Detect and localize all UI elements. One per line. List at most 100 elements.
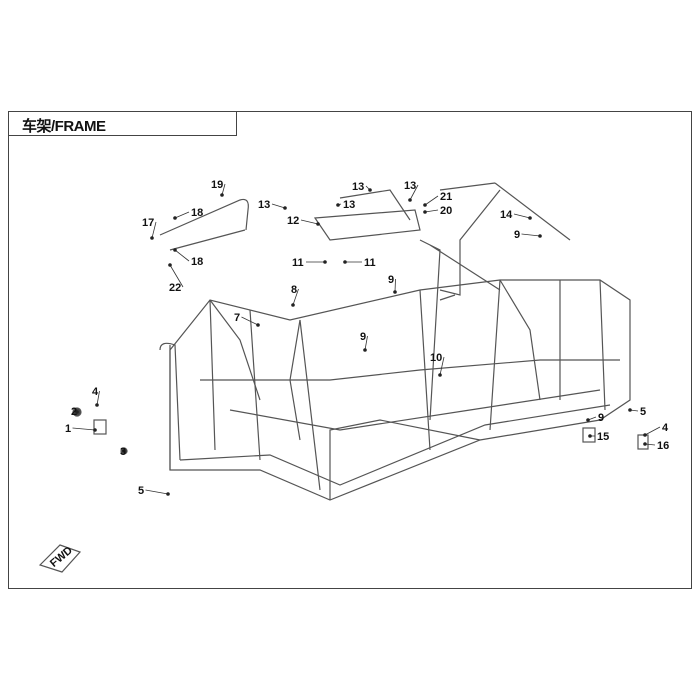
leader-line xyxy=(174,249,190,262)
callout-number: 19 xyxy=(211,179,223,191)
callout-18: 18 xyxy=(173,248,203,268)
leader-line xyxy=(174,211,190,219)
callout-5: 5 xyxy=(628,406,646,418)
callout-11: 11 xyxy=(292,257,327,269)
part-marker xyxy=(343,260,347,264)
part-marker xyxy=(150,236,154,240)
callout-number: 21 xyxy=(440,191,452,203)
callout-number: 9 xyxy=(360,331,366,343)
callout-number: 18 xyxy=(191,256,203,268)
callout-number: 17 xyxy=(142,217,154,229)
callout-19: 19 xyxy=(211,179,226,197)
callout-number: 10 xyxy=(430,352,442,364)
callout-13: 13 xyxy=(336,199,355,211)
callout-15: 15 xyxy=(588,431,609,443)
callout-number: 5 xyxy=(138,485,144,497)
leader-line xyxy=(424,195,439,206)
callout-number: 1 xyxy=(65,423,71,435)
frame-drawing xyxy=(38,182,649,573)
callout-number: 3 xyxy=(120,446,126,458)
part-marker xyxy=(166,492,170,496)
callout-5: 5 xyxy=(138,485,170,497)
part-marker xyxy=(423,203,427,207)
callout-14: 14 xyxy=(500,209,532,221)
part-marker xyxy=(528,216,532,220)
part-marker xyxy=(220,193,224,197)
callout-1: 1 xyxy=(65,423,97,435)
callout-13: 13 xyxy=(404,180,419,202)
callout-number: 11 xyxy=(292,257,304,269)
part-marker xyxy=(538,234,542,238)
part-marker xyxy=(75,410,79,414)
callout-8: 8 xyxy=(291,284,299,307)
part-marker xyxy=(393,290,397,294)
part-marker xyxy=(438,373,442,377)
callout-number: 11 xyxy=(364,257,376,269)
part-marker xyxy=(323,260,327,264)
leader-line xyxy=(513,213,531,219)
leader-line xyxy=(221,183,226,196)
callout-number: 8 xyxy=(291,284,297,296)
leader-line xyxy=(409,184,419,201)
callout-number: 13 xyxy=(404,180,416,192)
callout-9: 9 xyxy=(514,229,542,241)
part-marker xyxy=(628,408,632,412)
callout-11: 11 xyxy=(343,257,376,269)
part-marker xyxy=(122,449,126,453)
callout-7: 7 xyxy=(234,312,260,327)
callout-2: 2 xyxy=(71,406,79,418)
leader-line xyxy=(292,288,299,306)
callout-17: 17 xyxy=(142,217,157,240)
callout-13: 13 xyxy=(258,199,287,211)
part-marker xyxy=(316,222,320,226)
callout-number: 13 xyxy=(352,181,364,193)
part-marker xyxy=(283,206,287,210)
part-marker xyxy=(586,418,590,422)
callout-number: 20 xyxy=(440,205,452,217)
callout-number: 15 xyxy=(597,431,609,443)
callout-21: 21 xyxy=(423,191,452,207)
callout-number: 5 xyxy=(640,406,646,418)
callout-16: 16 xyxy=(643,440,669,452)
diagram-border xyxy=(8,111,692,589)
part-marker xyxy=(588,434,592,438)
leader-line xyxy=(644,426,661,436)
leader-line xyxy=(271,203,286,209)
callout-3: 3 xyxy=(120,446,128,458)
callout-20: 20 xyxy=(423,205,452,217)
callout-9: 9 xyxy=(388,274,397,294)
callout-18: 18 xyxy=(173,207,203,220)
callout-number: 4 xyxy=(92,386,99,398)
leader-line xyxy=(72,427,96,431)
callout-number: 22 xyxy=(169,282,181,294)
part-marker xyxy=(363,348,367,352)
callout-4: 4 xyxy=(92,386,100,407)
callout-number: 14 xyxy=(500,209,513,221)
leader-line xyxy=(145,489,169,495)
part-marker xyxy=(173,248,177,252)
leader-line xyxy=(241,316,259,326)
part-marker xyxy=(291,303,295,307)
callout-10: 10 xyxy=(430,352,445,377)
part-marker xyxy=(423,210,427,214)
callout-number: 12 xyxy=(287,215,299,227)
callout-number: 9 xyxy=(514,229,520,241)
part-marker xyxy=(173,216,177,220)
part-marker xyxy=(93,428,97,432)
leader-line xyxy=(300,219,319,225)
leader-line xyxy=(151,221,157,239)
leader-line xyxy=(521,233,541,237)
part-marker xyxy=(168,263,172,267)
leader-line xyxy=(394,278,396,293)
callout-number: 18 xyxy=(191,207,203,219)
title-box: 车架/FRAME xyxy=(8,111,237,136)
leader-line xyxy=(364,335,368,351)
part-marker xyxy=(408,198,412,202)
callout-number: 16 xyxy=(657,440,669,452)
callout-number: 13 xyxy=(258,199,270,211)
diagram-title: 车架/FRAME xyxy=(22,118,106,135)
callout-12: 12 xyxy=(287,215,320,227)
part-marker xyxy=(336,203,340,207)
leader-line xyxy=(169,264,184,288)
